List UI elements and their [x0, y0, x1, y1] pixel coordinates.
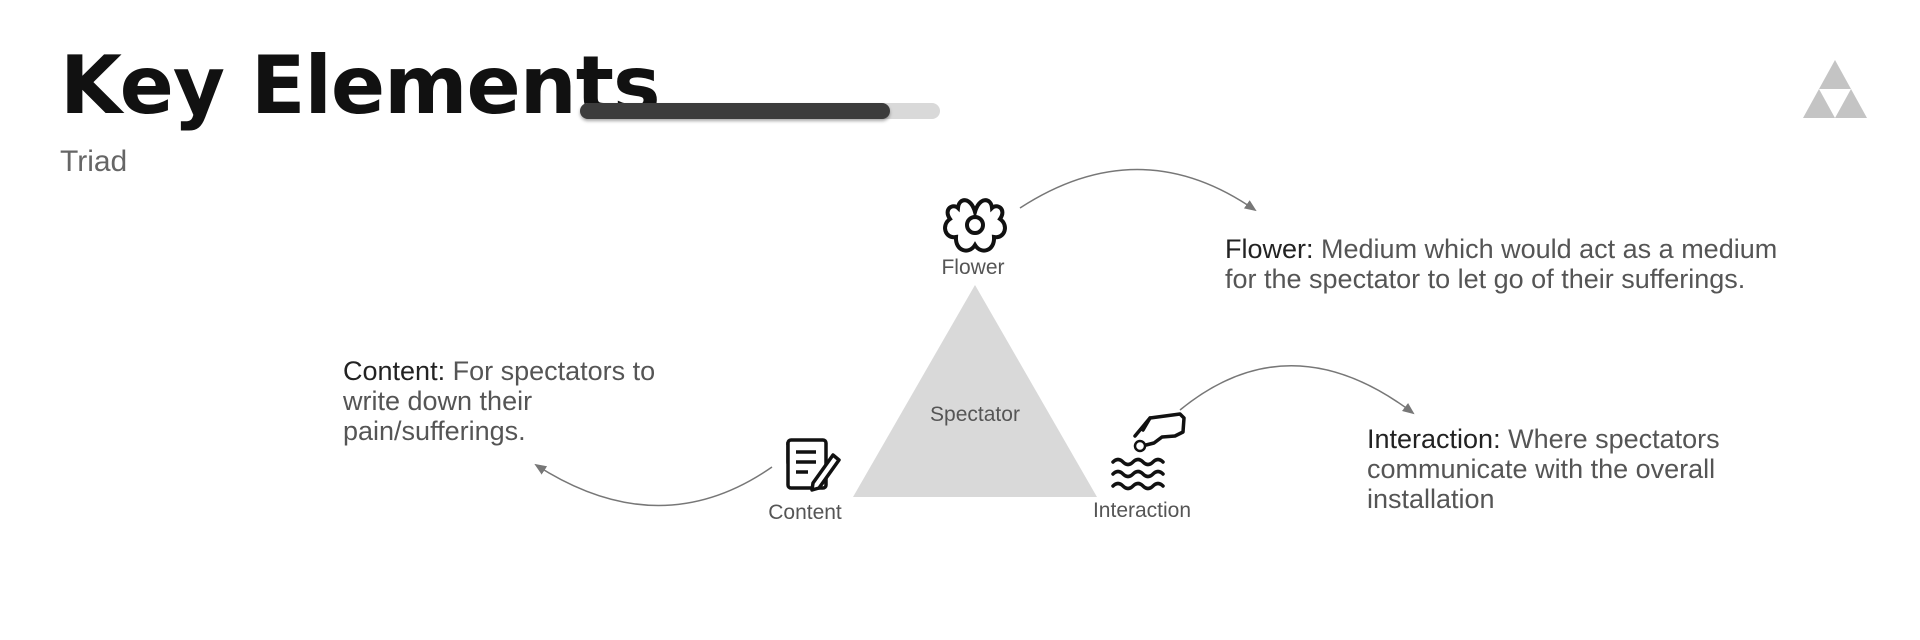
- description-flower-term: Flower:: [1225, 234, 1314, 264]
- description-flower-text: Medium which would act as a medium for t…: [1225, 234, 1778, 294]
- triangle-logo-icon: [1803, 60, 1867, 118]
- arrow-content: [534, 463, 773, 507]
- description-content-text: For spectators to write down their pain/…: [343, 356, 656, 446]
- hand-over-water-icon: [1111, 412, 1186, 491]
- arrow-flower: [1019, 168, 1257, 212]
- page-subtitle: Triad: [60, 145, 128, 178]
- document-pen-icon: [786, 438, 841, 492]
- page-title: Key Elements: [60, 39, 661, 132]
- description-interaction-term: Interaction:: [1367, 424, 1501, 454]
- description-interaction: Interaction: Where spectators communicat…: [1367, 424, 1787, 514]
- spectator-triangle: [853, 285, 1097, 497]
- flower-icon: [943, 198, 1007, 253]
- node-label-content: Content: [768, 501, 842, 524]
- node-label-spectator: Spectator: [930, 403, 1020, 426]
- progress-bar: [580, 103, 940, 119]
- node-label-flower: Flower: [941, 256, 1005, 279]
- arrow-interaction: [1179, 365, 1415, 415]
- description-content-term: Content:: [343, 356, 446, 386]
- description-interaction-text: Where spectators communicate with the ov…: [1367, 424, 1720, 514]
- node-label-interaction: Interaction: [1092, 499, 1192, 522]
- progress-bar-fill: [580, 103, 890, 119]
- description-content: Content: For spectators to write down th…: [343, 356, 703, 446]
- description-flower: Flower: Medium which would act as a medi…: [1225, 234, 1785, 294]
